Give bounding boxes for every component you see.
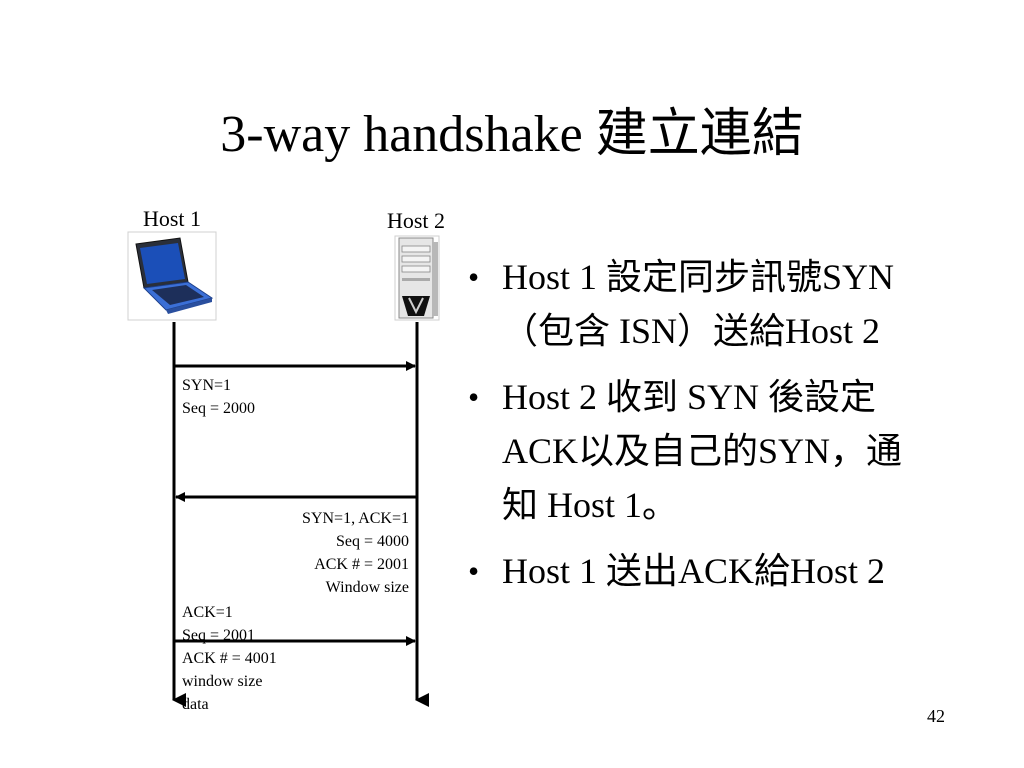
message-line: Seq = 2000 — [182, 400, 255, 417]
server-tower-icon — [394, 235, 440, 321]
ack-message-label: ACK=1 Seq = 2001 ACK # = 4001 window siz… — [182, 604, 277, 713]
message-line: SYN=1, ACK=1 — [302, 510, 409, 527]
bullet-glyph: • — [468, 379, 480, 415]
bullet-item: • Host 2 收到 SYN 後設定ACK以及自己的SYN，通知 Host 1… — [468, 370, 938, 532]
bullet-item: • Host 1 設定同步訊號SYN（包含 ISN）送給Host 2 — [468, 250, 938, 358]
message-line: Window size — [326, 579, 409, 596]
message-line: ACK # = 4001 — [182, 650, 277, 667]
message-line: data — [182, 696, 209, 713]
message-line: ACK=1 — [182, 604, 233, 621]
bullet-glyph: • — [468, 553, 480, 589]
message-line: Seq = 4000 — [336, 533, 409, 550]
message-line: window size — [182, 673, 262, 690]
message-line: ACK # = 2001 — [314, 556, 409, 573]
bullet-text: Host 1 送出ACK給Host 2 — [502, 551, 886, 591]
bullet-text: Host 1 設定同步訊號SYN（包含 ISN）送給Host 2 — [502, 257, 895, 351]
slide-title: 3-way handshake 建立連結 — [220, 106, 804, 163]
host1-label: Host 1 — [143, 206, 201, 231]
laptop-icon — [127, 231, 217, 321]
host2-label: Host 2 — [387, 208, 445, 233]
syn-message-label: SYN=1 Seq = 2000 — [182, 377, 255, 417]
message-line: SYN=1 — [182, 377, 231, 394]
bullet-text: Host 2 收到 SYN 後設定ACK以及自己的SYN，通知 Host 1。 — [502, 377, 903, 525]
page-number: 42 — [927, 706, 945, 726]
syn-ack-message-label: SYN=1, ACK=1 Seq = 4000 ACK # = 2001 Win… — [302, 510, 409, 596]
bullet-glyph: • — [468, 259, 480, 295]
bullet-list: • Host 1 設定同步訊號SYN（包含 ISN）送給Host 2 • Hos… — [468, 250, 938, 610]
message-line: Seq = 2001 — [182, 627, 255, 644]
bullet-item: • Host 1 送出ACK給Host 2 — [468, 544, 938, 598]
